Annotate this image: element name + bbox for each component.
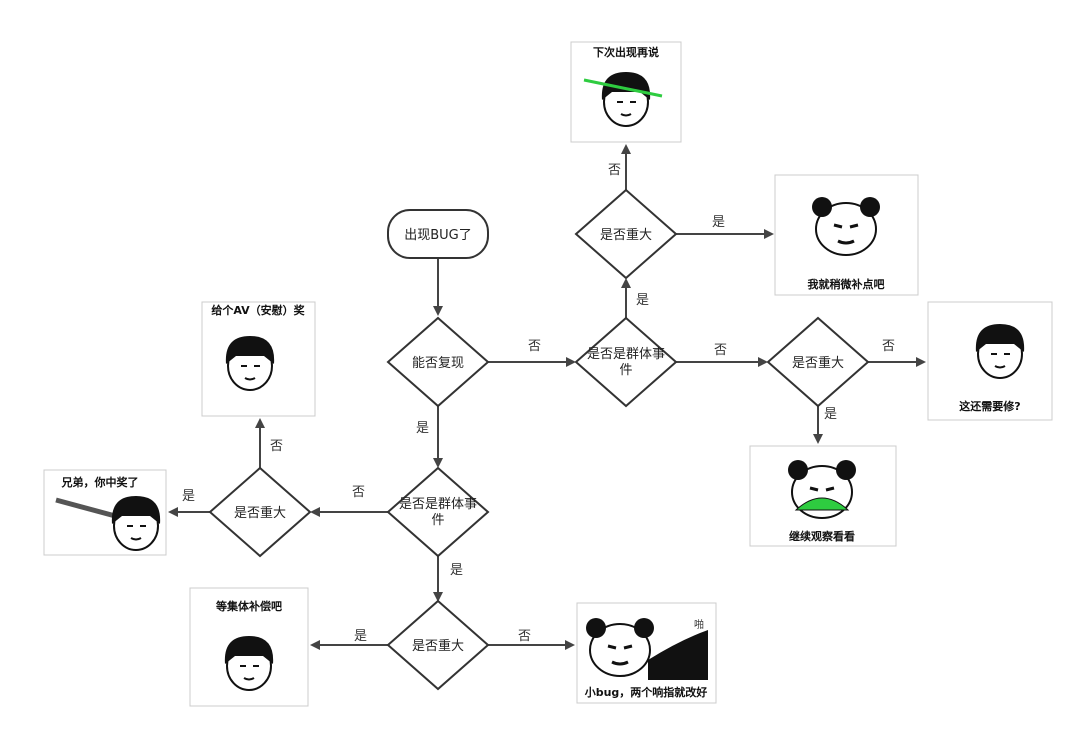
decision-label: 是否重大 xyxy=(792,355,844,371)
edge-label: 是 xyxy=(712,215,725,230)
decision-d4 xyxy=(766,316,870,408)
edge-label: 否 xyxy=(518,629,531,644)
edge-label: 是 xyxy=(636,293,649,308)
edge-label: 否 xyxy=(608,163,621,178)
edge-label: 是 xyxy=(824,407,837,422)
decision-label: 是否是群体事 xyxy=(587,347,665,362)
start-node xyxy=(387,209,489,259)
edge-label: 否 xyxy=(882,339,895,354)
meme-image-bottom-left: 等集体补偿吧 xyxy=(189,587,309,707)
edge-label: 否 xyxy=(270,439,283,454)
start-node-label: 出现BUG了 xyxy=(404,228,472,243)
edge-label: 否 xyxy=(352,485,365,500)
meme-caption: 给个AV（安慰）奖 xyxy=(211,303,305,317)
meme-image-left: 兄弟，你中奖了 xyxy=(43,469,167,556)
decision-label: 件 xyxy=(431,513,444,528)
edges xyxy=(168,144,926,650)
decision-d7 xyxy=(386,599,490,691)
decision-d1 xyxy=(386,316,490,408)
decision-label: 是否重大 xyxy=(412,638,464,654)
meme-caption: 等集体补偿吧 xyxy=(215,599,282,613)
decision-label: 是否重大 xyxy=(600,227,652,243)
meme-sfx: 啪 xyxy=(694,618,704,631)
meme-caption: 下次出现再说 xyxy=(593,45,659,59)
edge-label: 是 xyxy=(354,629,367,644)
edge-label: 是 xyxy=(182,489,195,504)
meme-image-top: 下次出现再说 xyxy=(570,41,682,143)
decision-d6 xyxy=(208,466,312,558)
edge-label: 是 xyxy=(416,421,429,436)
meme-image-left-upper: 给个AV（安慰）奖 xyxy=(201,301,316,417)
meme-caption: 兄弟，你中奖了 xyxy=(61,475,139,489)
meme-caption: 小bug，两个响指就改好 xyxy=(584,685,708,699)
meme-caption: 我就稍微补点吧 xyxy=(808,277,885,291)
meme-image-right-upper: 我就稍微补点吧 xyxy=(774,174,919,296)
decision-d3 xyxy=(574,188,678,280)
meme-image-bottom-right: 啪 小bug，两个响指就改好 xyxy=(576,602,717,704)
decision-d5 xyxy=(386,466,490,558)
meme-image-far-right: 这还需要修? xyxy=(927,301,1053,421)
decision-label: 件 xyxy=(619,363,632,378)
decision-label: 是否是群体事 xyxy=(399,497,477,512)
decision-d2 xyxy=(574,316,678,408)
meme-caption: 继续观察看看 xyxy=(789,529,855,543)
decision-label: 能否复现 xyxy=(412,356,464,371)
decision-label: 是否重大 xyxy=(234,505,286,521)
edge-label: 否 xyxy=(714,343,727,358)
meme-caption: 这还需要修? xyxy=(959,399,1020,413)
edge-label: 否 xyxy=(528,339,541,354)
meme-image-right-lower: 继续观察看看 xyxy=(749,445,897,547)
edge-label: 是 xyxy=(450,563,463,578)
